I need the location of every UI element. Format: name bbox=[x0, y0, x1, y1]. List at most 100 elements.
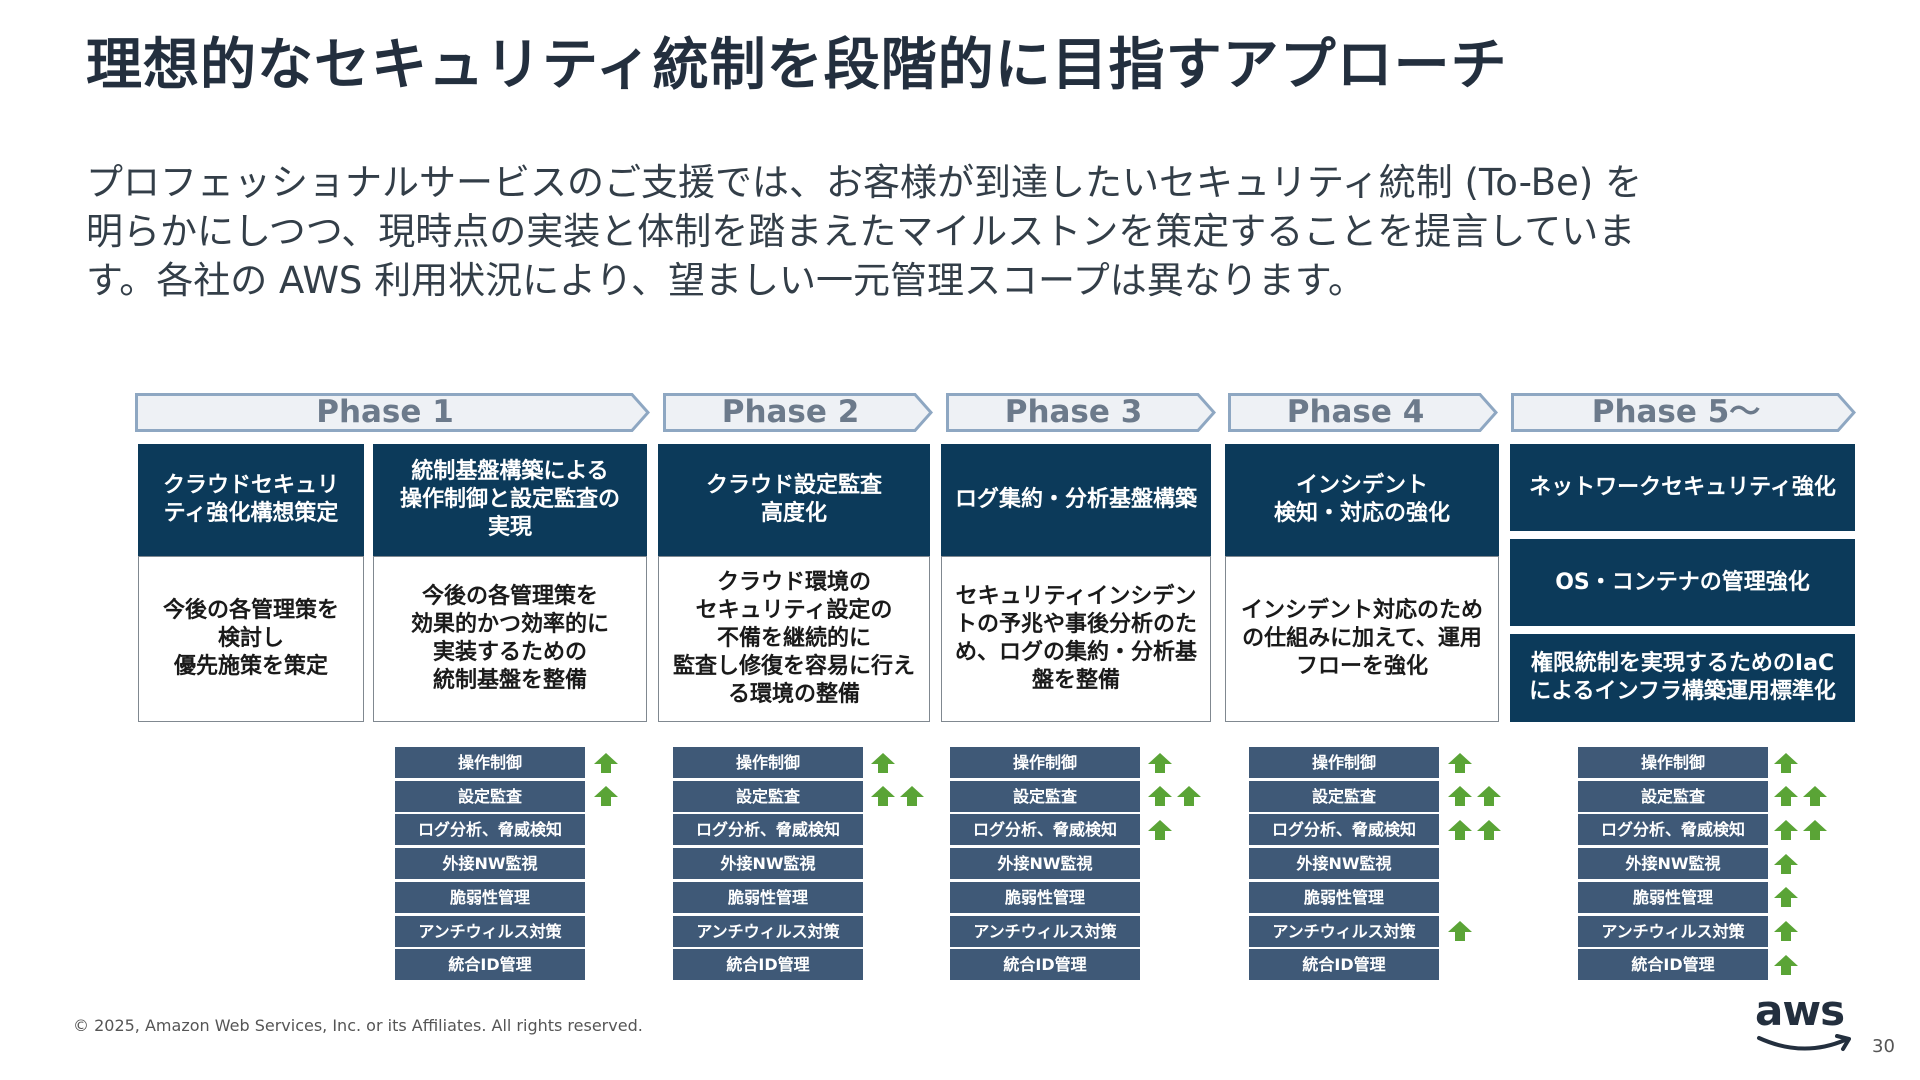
control-label: 脆弱性管理 bbox=[395, 881, 585, 913]
chevron-arrow-icon bbox=[1511, 393, 1856, 432]
green-up-arrow-icon bbox=[1803, 819, 1827, 840]
control-level-indicator bbox=[1773, 916, 1799, 947]
control-level-indicator bbox=[593, 747, 619, 778]
green-up-arrow-icon bbox=[1477, 786, 1501, 807]
control-label: 外接NW監視 bbox=[673, 848, 863, 880]
phase-header-5: Phase 5～ bbox=[1511, 393, 1856, 432]
phase-label-2: Phase 2 bbox=[721, 394, 860, 430]
control-label: 操作制御 bbox=[673, 747, 863, 778]
green-up-arrow-icon bbox=[1448, 752, 1472, 773]
green-up-arrow-icon bbox=[1774, 954, 1798, 975]
initiative-detail-4: セキュリティインシデン トの予兆や事後分析のた め、ログの集約・分析基 盤を整備 bbox=[941, 556, 1211, 722]
green-up-arrow-icon bbox=[1448, 786, 1472, 807]
control-level-indicator bbox=[1773, 814, 1828, 845]
control-label: 設定監査 bbox=[673, 780, 863, 812]
phase-label-1: Phase 1 bbox=[316, 394, 454, 430]
initiative-title-2: 統制基盤構築による 操作制御と設定監査の 実現 bbox=[373, 444, 647, 556]
control-label: 統合ID管理 bbox=[673, 949, 863, 981]
initiative-detail-1: 今後の各管理策を 検討し 優先施策を策定 bbox=[138, 556, 364, 722]
control-label: ログ分析、脅威検知 bbox=[1249, 814, 1439, 846]
chevron-arrow-icon bbox=[135, 393, 650, 432]
phase-label-5: Phase 5～ bbox=[1591, 394, 1761, 430]
control-label: 設定監査 bbox=[1249, 780, 1439, 812]
control-label: 外接NW監視 bbox=[395, 848, 585, 880]
control-label: ログ分析、脅威検知 bbox=[1578, 814, 1768, 846]
control-label: アンチウィルス対策 bbox=[1578, 915, 1768, 947]
green-up-arrow-icon bbox=[1148, 786, 1172, 807]
control-level-indicator bbox=[1773, 949, 1799, 980]
page-title: 理想的なセキュリティ統制を段階的に目指すアプローチ bbox=[86, 33, 1508, 98]
green-up-arrow-icon bbox=[900, 786, 924, 807]
description-line-3: す。各社の AWS 利用状況により、望ましい一元管理スコープは異なります。 bbox=[86, 259, 1366, 302]
control-label: 操作制御 bbox=[1249, 747, 1439, 778]
initiative-title-4: ログ集約・分析基盤構築 bbox=[941, 444, 1211, 556]
phase-label-3: Phase 3 bbox=[1004, 394, 1143, 430]
green-up-arrow-icon bbox=[1448, 819, 1472, 840]
green-up-arrow-icon bbox=[1148, 819, 1172, 840]
control-label: ログ分析、脅威検知 bbox=[673, 814, 863, 846]
control-label: 統合ID管理 bbox=[950, 949, 1140, 981]
control-level-indicator bbox=[1773, 747, 1799, 778]
initiative-detail-2: 今後の各管理策を 効果的かつ効率的に 実装するための 統制基盤を整備 bbox=[373, 556, 647, 722]
control-label: 設定監査 bbox=[395, 780, 585, 812]
control-label: ログ分析、脅威検知 bbox=[950, 814, 1140, 846]
green-up-arrow-icon bbox=[1774, 887, 1798, 908]
control-label: アンチウィルス対策 bbox=[395, 915, 585, 947]
control-label: 外接NW監視 bbox=[1578, 848, 1768, 880]
control-level-indicator bbox=[1773, 882, 1799, 913]
phase-header-4: Phase 4 bbox=[1228, 393, 1498, 432]
green-up-arrow-icon bbox=[1177, 786, 1201, 807]
initiative-detail-5: インシデント対応のため の仕組みに加えて、運用 フローを強化 bbox=[1225, 556, 1499, 722]
control-label: 脆弱性管理 bbox=[673, 881, 863, 913]
green-up-arrow-icon bbox=[594, 786, 618, 807]
initiative-detail-3: クラウド環境の セキュリティ設定の 不備を継続的に 監査し修復を容易に行え る環… bbox=[658, 556, 930, 722]
control-level-indicator bbox=[1447, 747, 1473, 778]
control-label: 外接NW監視 bbox=[950, 848, 1140, 880]
control-level-indicator bbox=[1773, 848, 1799, 879]
green-up-arrow-icon bbox=[1477, 819, 1501, 840]
green-up-arrow-icon bbox=[1774, 921, 1798, 941]
chevron-arrow-icon bbox=[663, 393, 933, 432]
green-up-arrow-icon bbox=[1803, 786, 1827, 807]
phase-header-2: Phase 2 bbox=[663, 393, 933, 432]
control-label: 操作制御 bbox=[950, 747, 1140, 778]
description-line-2: 明らかにしつつ、現時点の実装と体制を踏まえたマイルストンを策定することを提言して… bbox=[86, 210, 1636, 253]
phase-header-3: Phase 3 bbox=[946, 393, 1216, 432]
control-label: 設定監査 bbox=[1578, 780, 1768, 812]
aws-logo: aws bbox=[1755, 990, 1855, 1060]
chevron-arrow-icon bbox=[1228, 393, 1498, 432]
control-level-indicator bbox=[1147, 814, 1173, 845]
control-level-indicator bbox=[870, 781, 925, 812]
control-label: 統合ID管理 bbox=[1578, 949, 1768, 981]
control-label: アンチウィルス対策 bbox=[673, 915, 863, 947]
control-level-indicator bbox=[1773, 781, 1828, 812]
green-up-arrow-icon bbox=[1148, 752, 1172, 773]
control-label: ログ分析、脅威検知 bbox=[395, 814, 585, 846]
control-level-indicator bbox=[1447, 814, 1502, 845]
page-number: 30 bbox=[1872, 1036, 1895, 1057]
green-up-arrow-icon bbox=[1774, 786, 1798, 807]
control-level-indicator bbox=[1147, 747, 1173, 778]
description: プロフェッショナルサービスのご支援では、お客様が到達したいセキュリティ統制 (T… bbox=[86, 158, 1846, 305]
phase5-item-2: OS・コンテナの管理強化 bbox=[1510, 539, 1855, 626]
initiative-title-3: クラウド設定監査 高度化 bbox=[658, 444, 930, 556]
control-level-indicator bbox=[870, 747, 896, 778]
control-label: アンチウィルス対策 bbox=[1249, 915, 1439, 947]
phase-header-1: Phase 1 bbox=[135, 393, 650, 432]
control-label: 操作制御 bbox=[1578, 747, 1768, 778]
control-label: 外接NW監視 bbox=[1249, 848, 1439, 880]
green-up-arrow-icon bbox=[871, 786, 895, 807]
green-up-arrow-icon bbox=[1774, 819, 1798, 840]
control-label: 統合ID管理 bbox=[1249, 949, 1439, 981]
control-label: 脆弱性管理 bbox=[1249, 881, 1439, 913]
green-up-arrow-icon bbox=[1774, 853, 1798, 874]
control-level-indicator bbox=[1447, 781, 1502, 812]
green-up-arrow-icon bbox=[594, 752, 618, 773]
control-label: アンチウィルス対策 bbox=[950, 915, 1140, 947]
aws-logo-text: aws bbox=[1755, 986, 1845, 1035]
phase5-item-3: 権限統制を実現するためのIaC によるインフラ構築運用標準化 bbox=[1510, 634, 1855, 722]
control-label: 操作制御 bbox=[395, 747, 585, 778]
control-label: 脆弱性管理 bbox=[950, 881, 1140, 913]
control-label: 統合ID管理 bbox=[395, 949, 585, 981]
control-label: 設定監査 bbox=[950, 780, 1140, 812]
